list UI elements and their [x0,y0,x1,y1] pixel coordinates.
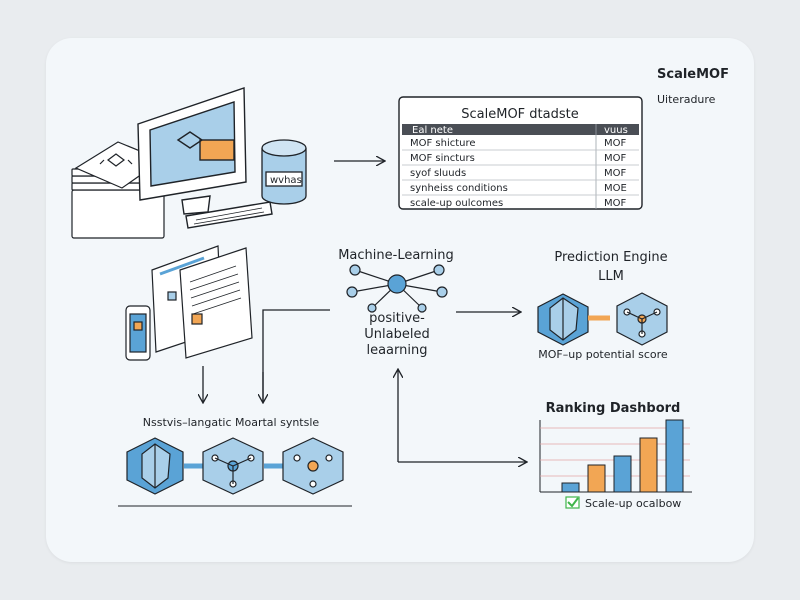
dataset-title: ScaleMOF dtadste [461,107,578,122]
dataset-row-label: synheiss conditions [410,183,508,194]
dataset-row-value: MOF [604,168,626,179]
ranking-chart [539,419,692,493]
computer-icon [137,87,273,229]
phone-icon [125,305,151,361]
ml-line-3: leaarning [366,343,427,358]
dataset-row-label: MOF shicture [410,138,476,149]
dataset-row-label: syof sluuds [410,168,466,179]
brand-title: ScaleMOF [657,67,729,82]
dataset-row-value: MOF [604,198,626,209]
dataset-row-label: scale-up oulcomes [410,198,503,209]
synthesis-caption: Nsstvis–langatic Moartal syntsle [143,416,320,429]
connector-to-ml [262,309,330,402]
ml-line-2: Unlabeled [364,327,429,342]
dataset-row-label: MOF sincturs [410,153,475,164]
ranking-bar [639,437,658,493]
dataset-table [398,96,643,210]
brand-subtitle: Uiteradure [657,93,716,106]
dataset-row-value: MOE [604,183,627,194]
mof-crystal-icon [537,292,668,346]
ml-title: Machine-Learning [338,248,454,263]
dataset-row-value: MOF [604,153,626,164]
prediction-title: Prediction Engine [554,250,667,265]
prediction-caption: MOF–up potential score [538,348,668,361]
ranking-title: Ranking Dashbord [546,401,681,416]
database-label: wvhas [270,175,302,186]
ranking-bar [665,419,684,493]
check-icon [565,496,580,509]
dataset-header-left: Eal nete [412,125,453,136]
synthesis-crystals-icon [126,437,344,495]
network-icon [346,264,448,313]
dataset-row-value: MOF [604,138,626,149]
ranking-bar [587,464,606,493]
ml-line-1: positive- [369,311,425,326]
documents-icon [151,245,253,359]
dataset-header-right: vuus [604,125,628,136]
database-icon [261,139,307,205]
ranking-bar [561,482,580,493]
ranking-bar [613,455,632,493]
ranking-legend: Scale-up ocalbow [585,497,681,510]
prediction-subtitle: LLM [598,269,624,284]
